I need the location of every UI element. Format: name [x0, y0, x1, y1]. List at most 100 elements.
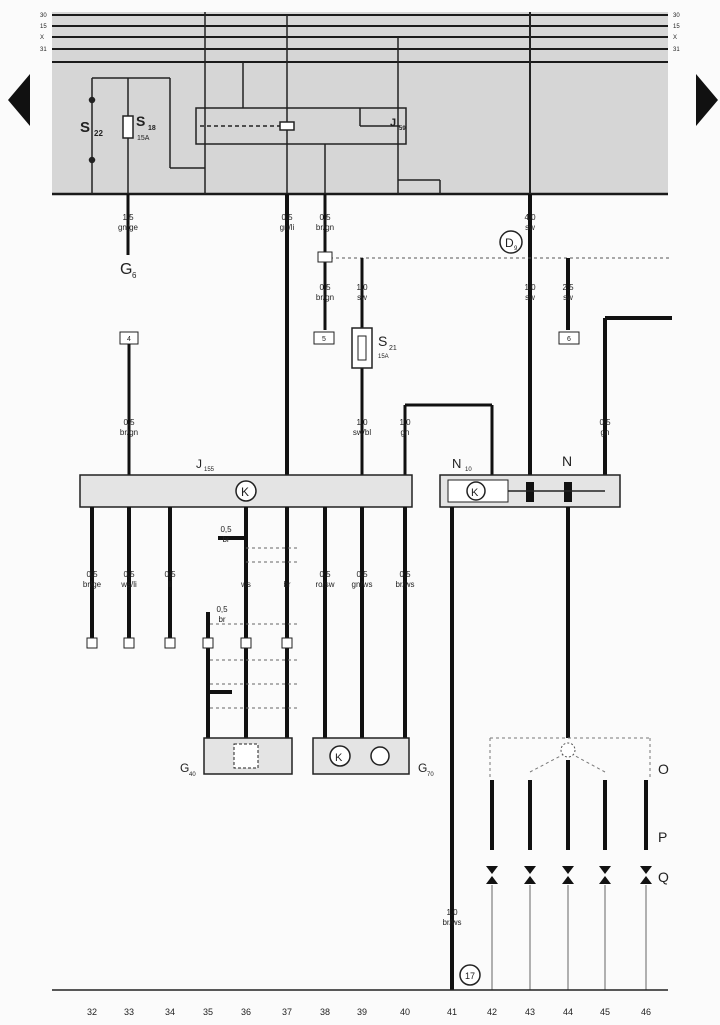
svg-text:gn: gn: [401, 428, 410, 437]
svg-text:J: J: [196, 457, 202, 471]
svg-text:0,5: 0,5: [319, 570, 331, 579]
svg-text:30: 30: [673, 13, 680, 19]
svg-text:br/ws: br/ws: [442, 918, 461, 927]
svg-text:0,5: 0,5: [319, 283, 331, 292]
distributor-rotor: [560, 742, 576, 758]
svg-text:br/ws: br/ws: [395, 580, 414, 589]
supply-rails: [52, 14, 668, 196]
connector-38: [313, 331, 335, 345]
fuse-s21-element: [357, 335, 367, 361]
svg-text:15A: 15A: [378, 354, 389, 360]
svg-text:10: 10: [465, 467, 472, 473]
svg-text:N: N: [562, 453, 572, 469]
prev-page-arrow-icon[interactable]: [8, 74, 30, 126]
top-wire-labels: 1,5 gn/ge 0,5 gn/li 0,5 br/gn 4,0 sw: [118, 213, 536, 232]
wires-into-modules: [127, 316, 672, 475]
svg-text:gn/ge: gn/ge: [118, 223, 139, 232]
svg-text:15: 15: [673, 24, 680, 30]
svg-text:sw: sw: [563, 293, 573, 302]
svg-text:59: 59: [399, 126, 406, 132]
svg-text:br/gn: br/gn: [316, 223, 334, 232]
rail-labels-right: 30 15 X 31: [673, 13, 680, 53]
svg-text:0,5: 0,5: [356, 570, 368, 579]
svg-text:ro/sw: ro/sw: [315, 580, 334, 589]
svg-text:42: 42: [487, 1007, 497, 1017]
svg-text:K: K: [471, 487, 479, 499]
svg-text:ws/li: ws/li: [120, 580, 137, 589]
svg-text:0,5: 0,5: [220, 525, 232, 534]
connector-blocks: [86, 637, 293, 649]
spark-plug-leads: [490, 760, 648, 850]
svg-text:1,0: 1,0: [356, 283, 368, 292]
svg-text:sw: sw: [525, 293, 535, 302]
svg-text:22: 22: [94, 129, 103, 138]
svg-text:br: br: [218, 615, 225, 624]
svg-text:G: G: [180, 761, 189, 775]
svg-text:0,5: 0,5: [319, 213, 331, 222]
svg-text:70: 70: [427, 772, 434, 778]
output-wire-labels: 0,5 br/ge 0,5 ws/li 0,5 li 0,5 br ws br …: [83, 525, 462, 927]
svg-text:S: S: [378, 333, 387, 349]
output-wires: [90, 507, 570, 990]
svg-text:4: 4: [127, 336, 131, 343]
g70-k-symbol: [329, 745, 351, 767]
svg-text:br/gn: br/gn: [316, 293, 334, 302]
svg-text:X: X: [40, 35, 44, 41]
svg-text:32: 32: [87, 1007, 97, 1017]
svg-text:S: S: [136, 113, 145, 129]
svg-text:31: 31: [40, 47, 47, 53]
connector-45: [558, 331, 580, 345]
j155-k-symbol: [235, 480, 257, 502]
relay-j59: [195, 12, 441, 194]
central-electrics-area: [52, 12, 668, 194]
svg-text:36: 36: [241, 1007, 251, 1017]
svg-text:G: G: [120, 261, 132, 278]
svg-text:43: 43: [525, 1007, 535, 1017]
ground-point-marker: [459, 964, 481, 986]
spark-gap-symbols: [486, 866, 652, 884]
svg-text:6: 6: [132, 271, 137, 280]
svg-text:gn/ws: gn/ws: [352, 580, 373, 589]
svg-text:40: 40: [189, 772, 196, 778]
svg-text:6: 6: [567, 336, 571, 343]
svg-text:0,5: 0,5: [123, 418, 135, 427]
svg-text:15: 15: [40, 24, 47, 30]
svg-text:1,5: 1,5: [122, 213, 134, 222]
svg-text:sw: sw: [357, 293, 367, 302]
svg-text:li: li: [168, 580, 172, 589]
svg-text:18: 18: [148, 125, 156, 132]
svg-text:44: 44: [563, 1007, 573, 1017]
d9-terminal-marker: [499, 230, 523, 254]
svg-text:46: 46: [641, 1007, 651, 1017]
svg-text:K: K: [335, 752, 343, 764]
svg-text:39: 39: [357, 1007, 367, 1017]
connector-t32: [317, 251, 333, 263]
svg-text:N: N: [452, 456, 461, 471]
g40-hall-element: [233, 743, 259, 769]
track-numbers: 32 33 34 35 36 37 38 39 40 41 42 43 44 4…: [87, 1007, 651, 1017]
svg-text:30: 30: [40, 13, 47, 19]
svg-text:O: O: [658, 761, 669, 777]
n-coil: [564, 482, 572, 502]
rail-labels-left: 30 15 X 31: [40, 13, 47, 53]
svg-text:J: J: [390, 117, 396, 129]
svg-text:ws: ws: [240, 580, 251, 589]
mid-wire-labels: 0,5 br/gn 1,0 sw 1,0 sw 2,5 sw: [316, 283, 574, 302]
next-page-arrow-icon[interactable]: [696, 74, 718, 126]
ground-verticals: [491, 885, 647, 990]
svg-text:br/gn: br/gn: [120, 428, 138, 437]
svg-text:gn: gn: [601, 428, 610, 437]
svg-text:gn/li: gn/li: [280, 223, 295, 232]
svg-text:31: 31: [673, 47, 680, 53]
svg-text:21: 21: [389, 345, 397, 352]
svg-text:5: 5: [322, 336, 326, 343]
svg-text:33: 33: [124, 1007, 134, 1017]
svg-text:40: 40: [400, 1007, 410, 1017]
svg-text:D: D: [505, 236, 514, 250]
svg-text:35: 35: [203, 1007, 213, 1017]
svg-text:Q: Q: [658, 869, 669, 885]
sensor-feed-branches: [206, 536, 246, 740]
svg-text:P: P: [658, 829, 667, 845]
